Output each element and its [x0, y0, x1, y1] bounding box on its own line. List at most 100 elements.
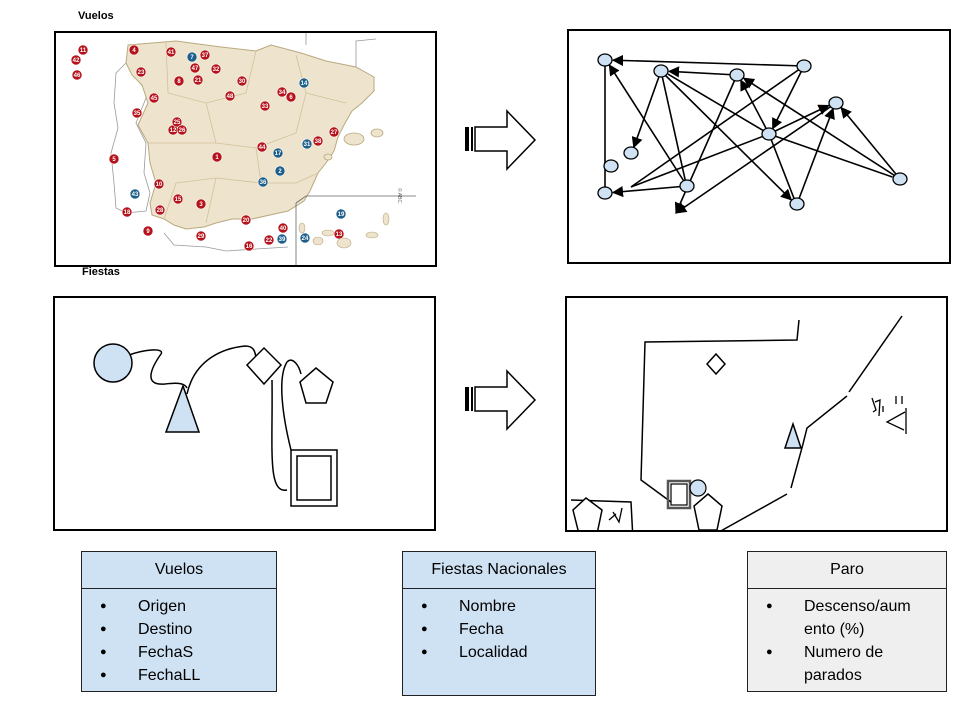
blue-map-marker-label: 24: [302, 236, 309, 242]
red-map-marker-label: 44: [259, 145, 266, 151]
graph-node[interactable]: [679, 179, 695, 193]
graph-node[interactable]: [892, 172, 908, 186]
double-rectangle-shape[interactable]: [290, 449, 338, 507]
graph-edge: [742, 77, 901, 180]
balearic-islands: [323, 128, 384, 161]
blue-map-marker-label: 39: [279, 237, 286, 243]
graph-node[interactable]: [789, 197, 805, 211]
entity-paro-title: Paro: [748, 552, 946, 589]
red-map-marker: [189, 62, 201, 74]
red-map-marker-label: 45: [151, 96, 158, 102]
graph-edge: [840, 106, 901, 180]
fiestas-title: Fiestas: [82, 266, 120, 278]
red-map-marker-label: 22: [266, 238, 273, 244]
graph-node[interactable]: [828, 96, 844, 110]
circle-shape[interactable]: [93, 343, 133, 383]
graph-node[interactable]: [623, 146, 639, 160]
red-map-marker: [148, 92, 160, 104]
graph-edge: [630, 65, 805, 188]
diamond-shape[interactable]: [705, 352, 727, 376]
red-map-marker-label: 30: [239, 79, 246, 85]
red-map-marker-label: 5: [112, 157, 116, 163]
graph-edge: [796, 107, 835, 205]
blue-map-marker: [301, 138, 313, 150]
entity-fiestas-fields: Nombre Fecha Localidad: [403, 589, 595, 664]
spain-sketch-outline: [570, 315, 903, 530]
red-map-marker-label: 38: [315, 139, 322, 145]
graph-edge: [660, 70, 793, 201]
field-item: FechaLL: [82, 664, 276, 687]
blue-map-marker-label: 17: [275, 151, 282, 157]
red-map-marker: [195, 198, 207, 210]
entity-paro-fields: Descenso/aum ento (%) Numero de parados: [748, 589, 946, 687]
red-map-marker: [276, 86, 288, 98]
red-map-marker: [173, 75, 185, 87]
graph-edge: [768, 104, 830, 135]
red-map-marker-label: 21: [195, 78, 202, 84]
entity-vuelos-title: Vuelos: [82, 552, 276, 589]
diamond-shape[interactable]: [245, 346, 283, 386]
blue-map-marker-label: 14: [301, 81, 308, 87]
entity-paro: Paro Descenso/aum ento (%) Numero de par…: [747, 551, 947, 692]
field-item: Fecha: [403, 618, 595, 641]
fiestas-shapes: [93, 343, 338, 507]
pentagon-shape-2[interactable]: [572, 497, 603, 530]
red-map-marker: [71, 69, 83, 81]
red-map-marker: [256, 141, 268, 153]
circle-shape[interactable]: [689, 479, 707, 497]
red-map-marker-label: 47: [192, 66, 199, 72]
graph-edge: [611, 185, 688, 198]
graph-node[interactable]: [597, 186, 613, 200]
pentagon-shape[interactable]: [693, 493, 723, 530]
graph-node[interactable]: [603, 159, 619, 173]
red-map-marker: [165, 46, 177, 58]
red-map-marker: [171, 116, 183, 128]
field-item: Origen: [82, 595, 276, 618]
red-map-marker: [121, 206, 133, 218]
red-map-marker: [131, 107, 143, 119]
red-map-marker-label: 35: [134, 111, 141, 117]
triangle-shape[interactable]: [783, 421, 803, 449]
blue-map-marker: [129, 188, 141, 200]
blue-map-marker: [272, 147, 284, 159]
red-map-marker-label: 33: [262, 104, 269, 110]
graph-node[interactable]: [761, 127, 777, 141]
transform-arrow-bottom: [465, 369, 537, 431]
flight-graph: [597, 53, 908, 215]
red-map-marker: [154, 204, 166, 216]
graph-edge: [667, 66, 738, 78]
red-map-marker-label: 27: [331, 130, 338, 136]
blue-map-marker: [274, 165, 286, 177]
graph-edge: [630, 133, 770, 188]
red-map-marker-label: 3: [199, 202, 203, 208]
triangle-shape[interactable]: [164, 383, 201, 433]
transform-arrow-top: [465, 109, 537, 171]
red-map-marker-label: 28: [157, 208, 164, 214]
red-map-marker-label: 10: [156, 182, 163, 188]
pentagon-shape[interactable]: [299, 367, 334, 404]
graph-node[interactable]: [597, 53, 613, 67]
blue-map-marker: [276, 233, 288, 245]
blue-map-marker: [299, 232, 311, 244]
field-item: Numero de parados: [748, 641, 946, 687]
graph-edge: [768, 133, 893, 178]
red-map-marker: [263, 234, 275, 246]
red-map-marker-label: 4: [132, 48, 136, 54]
field-item: Destino: [82, 618, 276, 641]
blue-map-marker-label: 36: [260, 180, 267, 186]
graph-edge: [768, 133, 795, 199]
map-copyright: © ABC: [396, 188, 403, 203]
red-map-marker-label: 26: [179, 128, 186, 134]
red-map-marker-label: 41: [168, 50, 175, 56]
red-map-marker: [312, 135, 324, 147]
graph-node[interactable]: [653, 64, 669, 78]
fiestas-on-map: [570, 315, 907, 530]
graph-node[interactable]: [729, 68, 745, 82]
red-map-marker-label: 23: [138, 70, 145, 76]
graph-node[interactable]: [796, 59, 812, 73]
red-map-marker: [192, 74, 204, 86]
fiestas-map-panel: [565, 296, 948, 532]
double-rectangle-shape[interactable]: [666, 479, 692, 510]
graph-edge: [771, 65, 805, 130]
